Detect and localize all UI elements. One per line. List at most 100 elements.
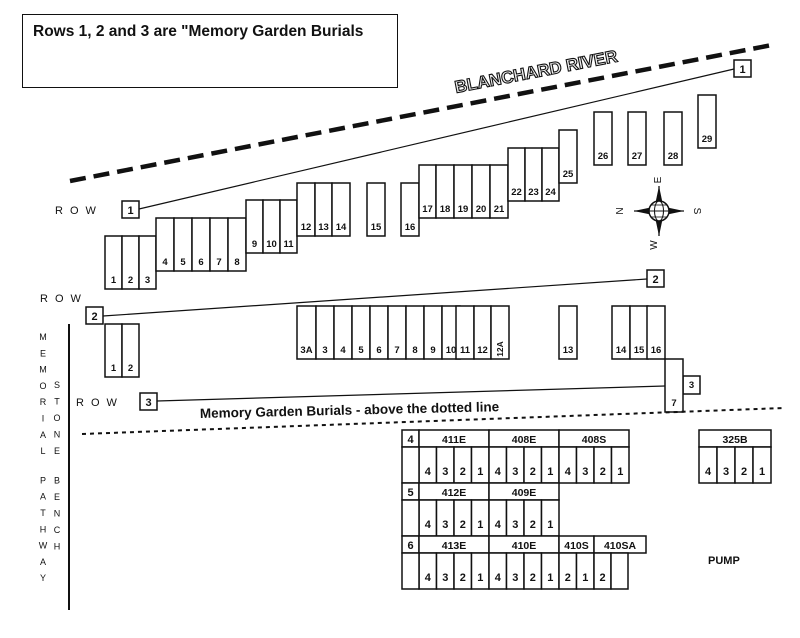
row-2-end-box: [646, 269, 665, 288]
row2-plot-2: 2: [121, 323, 140, 378]
compass-w: W: [649, 240, 660, 250]
row1-plot-25-outline: [558, 129, 578, 184]
memorial-pathway-letter: E: [40, 348, 46, 358]
row2-plot-4-label: 4: [340, 345, 346, 356]
row1-plot-19-label: 19: [458, 204, 469, 215]
lot-412e-grave-number: 4: [425, 519, 432, 531]
lot-410sa-title: 410SA: [604, 540, 637, 552]
row1-plot-8: 8: [227, 217, 247, 272]
row1-plot-20: 20: [471, 164, 491, 219]
lot-408s-grave-number: 1: [617, 466, 623, 478]
memorial-pathway-letter: A: [40, 430, 46, 440]
lot-410s-grave-number: 2: [565, 572, 571, 584]
row2-plot-14-label: 14: [616, 345, 627, 356]
memorial-pathway-letter: O: [39, 381, 46, 391]
row-2-leader-line: [102, 278, 648, 317]
row2-plot-5: 5: [351, 305, 371, 360]
row-2-box: [85, 306, 104, 325]
row1-plot-26-label: 26: [598, 151, 609, 162]
section-row-5-spacer: [401, 499, 420, 537]
lot-412e-grave-number: 1: [477, 519, 483, 531]
lot-410e-title: 410E: [512, 540, 537, 552]
memorial-pathway-letter: P: [40, 475, 46, 485]
lot-413e-title: 413E: [442, 540, 467, 552]
stone-bench-letter: N: [54, 509, 61, 519]
row1-plot-19: 19: [453, 164, 473, 219]
lot-409e-grave-number: 3: [512, 519, 518, 531]
note-text: Rows 1, 2 and 3 are "Memory Garden Buria…: [33, 23, 364, 40]
row1-plot-23: 23: [524, 147, 543, 202]
stone-bench-letter: S: [54, 380, 60, 390]
row1-plot-13: 13: [314, 182, 333, 237]
row2-plot-14: 14: [611, 305, 631, 360]
section-row-6-spacer: [401, 552, 420, 590]
lot-410s-grave-number: 1: [582, 572, 588, 584]
row1-plot-5: 5: [173, 217, 193, 272]
lot-410sa-grave-number: 2: [599, 572, 605, 584]
row1-plot-7-label: 7: [216, 257, 221, 268]
row2-plot-7: 7: [387, 305, 407, 360]
lot-410s-title: 410S: [564, 540, 589, 552]
lot-411e-title: 411E: [442, 434, 466, 446]
compass-icon: [634, 186, 684, 236]
row1-plot-15: 15: [366, 182, 386, 237]
lot-410sa-grave: [610, 552, 629, 590]
lot-408s-grave-number: 3: [582, 466, 588, 478]
memorial-pathway-letter: H: [40, 524, 47, 534]
row2-plot-13-outline: [558, 305, 578, 360]
lot-408s-grave-number: 4: [565, 466, 572, 478]
lot-413e-grave-number: 4: [425, 572, 432, 584]
river-label: BLANCHARD RIVER: [453, 47, 619, 97]
row2-plot-10-label: 10: [446, 345, 457, 356]
row-3-leader-line: [156, 385, 666, 402]
row1-plot-14-outline: [331, 182, 351, 237]
row-1-label: ROW: [55, 205, 103, 217]
stone-bench-letter: E: [54, 492, 60, 502]
row-1-end-box-number: 1: [739, 64, 745, 76]
row2-plot-9: 9: [423, 305, 443, 360]
memorial-pathway-letter: T: [40, 508, 46, 518]
row1-plot-29-outline: [697, 94, 717, 149]
row2-plot-6-label: 6: [376, 345, 381, 356]
row1-plot-6-label: 6: [198, 257, 203, 268]
stone-bench-letter: O: [53, 413, 60, 423]
lot-411e-grave-number: 3: [442, 466, 448, 478]
row2-plot-13-label: 13: [563, 345, 574, 356]
row2-plot-3-label: 3: [322, 345, 327, 356]
row1-plot-16-label: 16: [405, 222, 416, 233]
row2-plot-16-outline: [646, 305, 666, 360]
row2-plot-8-label: 8: [412, 345, 417, 356]
row2-plot-13: 13: [558, 305, 578, 360]
note-box: Rows 1, 2 and 3 are "Memory Garden Buria…: [22, 14, 398, 88]
row2-plot-11-label: 11: [460, 345, 471, 356]
lot-409e-grave-number: 1: [547, 519, 553, 531]
row-2-box-number: 2: [91, 311, 97, 323]
row1-plot-11: 11: [279, 199, 298, 254]
stone-bench-letter: H: [54, 542, 61, 552]
row1-plot-9: 9: [245, 199, 264, 254]
lot-409e-title: 409E: [512, 487, 537, 499]
row1-plot-7: 7: [209, 217, 229, 272]
row1-plot-17: 17: [418, 164, 437, 219]
row3-plot-3-label: 3: [689, 380, 694, 391]
lot-408e-grave-number: 1: [547, 466, 553, 478]
lot-411e-grave-number: 4: [425, 466, 432, 478]
lot-413e-grave-number: 1: [477, 572, 483, 584]
row-1-box-number: 1: [127, 205, 133, 217]
lot-410e-grave-number: 4: [495, 572, 502, 584]
row1-plot-21-label: 21: [494, 204, 505, 215]
row2-plot-1-label: 1: [111, 363, 117, 374]
stone-bench-letter: T: [54, 397, 60, 407]
row1-plot-14: 14: [331, 182, 351, 237]
lot-410e-grave-number: 3: [512, 572, 518, 584]
row1-plot-27-label: 27: [632, 151, 643, 162]
lot-413e-grave-number: 2: [460, 572, 466, 584]
